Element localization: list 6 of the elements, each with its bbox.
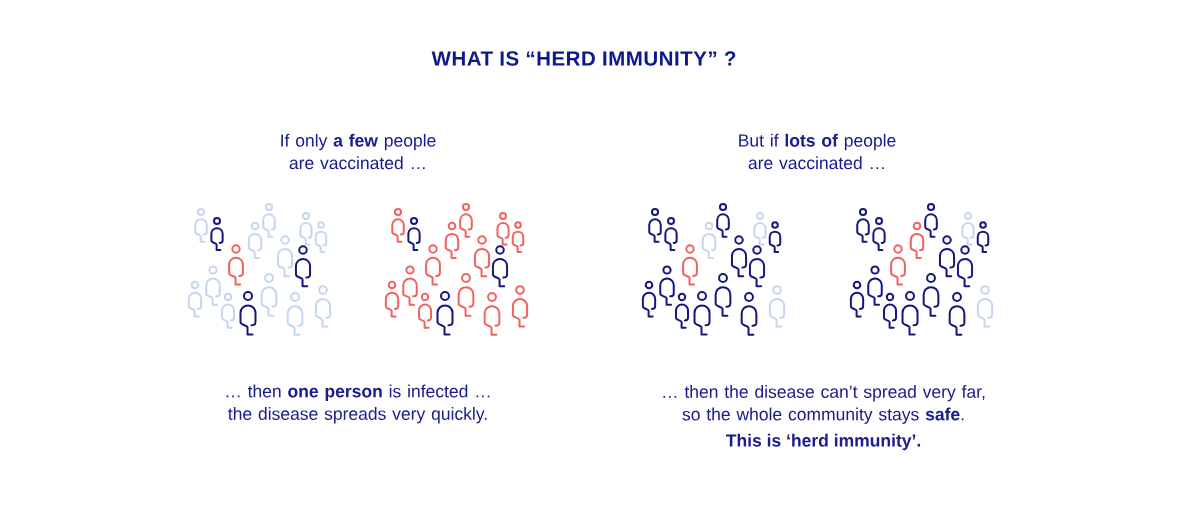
caption-text: … then the disease can’t spread very far, so the whole community stays safe. <box>663 385 985 424</box>
caption-text: But if lots of people are vaccinated … <box>739 133 896 170</box>
conclusion-text: This is ‘herd immunity’. <box>726 433 921 451</box>
caption-text: If only a few people are vaccinated … <box>281 133 436 170</box>
caption-text: … then one person is infected … the disease spreads very quickly. <box>226 384 490 424</box>
title: WHAT IS “HERD IMMUNITY” ? <box>431 51 736 66</box>
